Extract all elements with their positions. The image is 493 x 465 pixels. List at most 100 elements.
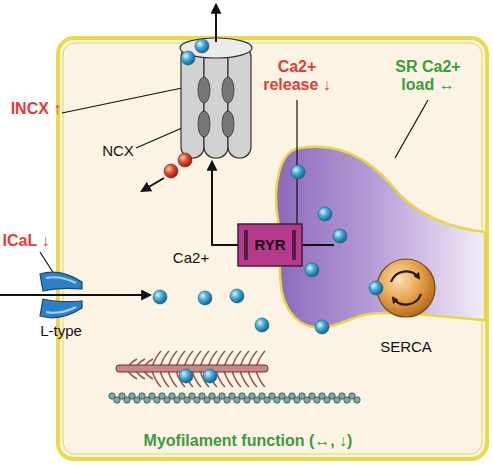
thin-filament-bead [274, 397, 280, 403]
myofilament [109, 351, 360, 403]
myosin-head [176, 351, 185, 387]
flux-arrow [212, 162, 238, 245]
component-node: SERCA [374, 256, 438, 320]
thin-filament-bead [159, 393, 165, 399]
ion-sphere [305, 263, 319, 277]
ion-sphere [179, 369, 193, 383]
thin-filament-bead [334, 397, 340, 403]
node-label: RYR [238, 236, 302, 253]
thick-filament [116, 365, 268, 372]
component-node: RYR [238, 224, 302, 266]
thin-filament-bead [204, 397, 210, 403]
receptor-stripe [292, 230, 296, 260]
leader-line [40, 252, 54, 274]
leader-line [395, 100, 428, 158]
thin-filament-bead [239, 393, 245, 399]
thin-filament-bead [249, 393, 255, 399]
myosin-head [144, 359, 153, 379]
thin-filament-bead [324, 397, 330, 403]
thin-filament-bead [289, 393, 295, 399]
annotation-label: Myofilament function (↔, ↓) [56, 432, 440, 450]
ion-sphere [198, 291, 212, 305]
thin-filament-bead [259, 393, 265, 399]
channel-highlight [46, 277, 76, 283]
myosin-head [248, 351, 257, 387]
thin-filament-bead [219, 393, 225, 399]
sodium-ions [164, 153, 192, 178]
thin-filament-bead [299, 393, 305, 399]
thin-filament-bead [154, 397, 160, 403]
thin-filament-bead [339, 393, 345, 399]
component-node: NCX [176, 32, 256, 162]
channel-subunit [40, 299, 82, 318]
thin-filament-bead [124, 397, 130, 403]
thin-filament-bead [174, 397, 180, 403]
thin-filament-bead [354, 397, 360, 403]
exchanger-subunit [181, 46, 204, 158]
myosin-head [216, 351, 225, 387]
cell-membrane-inner [63, 43, 482, 454]
thin-filament-bead [254, 397, 260, 403]
ion-sphere [195, 39, 209, 53]
myosin-head [256, 351, 265, 387]
leader-line [136, 128, 182, 148]
exchanger-pore [198, 111, 210, 137]
thin-filament-bead [194, 397, 200, 403]
myosin-head [192, 351, 201, 387]
receptor-stripe [244, 230, 248, 260]
ion-sphere [203, 369, 217, 383]
node-shape [38, 270, 84, 320]
thin-filament-bead [139, 393, 145, 399]
thin-filament-bead [164, 397, 170, 403]
thin-filament-bead [189, 393, 195, 399]
thin-filament-bead [199, 393, 205, 399]
annotation-label: SR Ca2+ load ↔ [388, 58, 468, 94]
sarcoplasmic-reticulum [276, 147, 485, 328]
thin-filament-bead [279, 393, 285, 399]
channel-highlight [46, 307, 76, 313]
leader-line [62, 88, 182, 113]
thin-filament-bead [264, 397, 270, 403]
calcium-ions [153, 165, 347, 383]
myosin-head [232, 351, 241, 387]
exchanger-top [180, 38, 252, 58]
node-label: SERCA [364, 338, 448, 355]
cell-membrane [58, 38, 487, 459]
thin-filament-bead [169, 393, 175, 399]
serca-pump [377, 259, 435, 317]
release-flux-line [302, 244, 334, 246]
node-shape [374, 256, 438, 320]
thin-filament-bead [344, 397, 350, 403]
thin-filament-bead [314, 397, 320, 403]
thin-filament-bead [244, 397, 250, 403]
thin-filament-bead [209, 393, 215, 399]
ion-sphere [181, 51, 195, 65]
thin-filament-bead [184, 397, 190, 403]
thin-filament-bead [114, 397, 120, 403]
thin-filament-bead [224, 397, 230, 403]
thin-filament-bead [214, 397, 220, 403]
annotation-label: ICaL ↓ [0, 232, 52, 250]
ion-sphere [255, 318, 269, 332]
pump-cycle-arrow [391, 271, 419, 282]
ion-sphere [178, 153, 192, 167]
pump-cycle-arrow [393, 294, 421, 305]
thin-filament-bead [319, 393, 325, 399]
myosin-head [224, 351, 233, 387]
annotation-label: Ca2+ release ↓ [252, 58, 342, 94]
thin-filament-bead [179, 393, 185, 399]
channel-subunit [40, 272, 82, 291]
thin-filament-bead [134, 397, 140, 403]
exchanger-pore [222, 77, 234, 103]
exchanger-pore [222, 111, 234, 137]
leader-line [296, 100, 297, 224]
thin-filament-bead [119, 393, 125, 399]
node-shape [176, 32, 256, 162]
myosin-head [136, 359, 145, 379]
thin-filament-bead [109, 393, 115, 399]
thin-filament-bead [304, 397, 310, 403]
thin-filament-bead [349, 393, 355, 399]
ion-sphere [291, 165, 305, 179]
ion-sphere [333, 229, 347, 243]
annotation-label: INCX ↑ [4, 100, 68, 118]
